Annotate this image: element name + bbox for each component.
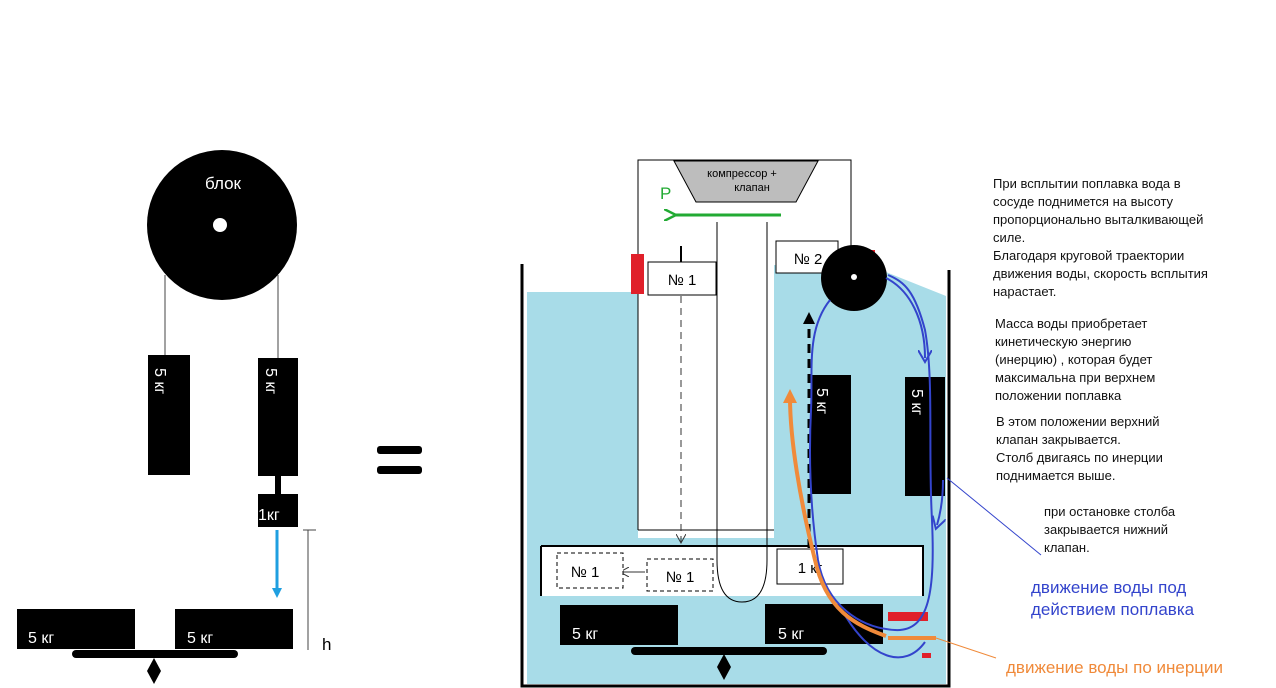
valve-1-bottom-b-label: № 1	[666, 569, 695, 586]
small-weight-label: 1кг	[258, 507, 280, 524]
float-weight-left	[811, 375, 851, 494]
compressor-label-2: клапан	[734, 182, 770, 194]
balance-beam-right	[631, 647, 827, 655]
blue-pointer	[946, 477, 1042, 556]
base-weight-left-right-label: 5 кг	[572, 626, 598, 643]
weight-right	[258, 358, 298, 476]
base-weight-right-right-label: 5 кг	[778, 626, 804, 643]
balance-pivot	[147, 658, 161, 684]
base-weight-right-label: 5 кг	[187, 630, 213, 647]
weight-link	[275, 476, 281, 494]
valve-red-top	[631, 254, 644, 294]
valve-1-bottom-a-label: № 1	[571, 564, 600, 581]
base-weight-left	[17, 609, 135, 649]
air-frame	[637, 159, 852, 258]
weight-left	[148, 355, 190, 475]
orange-pointer	[935, 637, 997, 659]
valve-1-top-label: № 1	[668, 272, 697, 289]
base-weight-right	[175, 609, 293, 649]
equals-sign	[377, 446, 422, 474]
u-tube	[716, 222, 768, 603]
tube-interior	[638, 288, 774, 538]
base-weight-left-label: 5 кг	[28, 630, 54, 647]
compressor	[673, 160, 819, 203]
note-2: Масса воды приобретает кинетическую энер…	[995, 316, 1156, 403]
compressor-label-1: компрессор +	[707, 168, 777, 180]
balance-beam	[72, 650, 238, 658]
legend-orange: движение воды по инерции	[1006, 658, 1224, 677]
float-weight-right	[905, 377, 945, 496]
weight-left-label: 5 кг	[151, 368, 168, 394]
height-label: h	[322, 635, 331, 654]
lower-chamber-outline	[541, 545, 924, 596]
base-weight-right-right	[765, 604, 883, 644]
valve-1-bottom-b	[646, 558, 714, 592]
valve-1-bottom-a	[556, 552, 624, 589]
pulley-axle	[213, 218, 227, 232]
float-weight-right-label: 5 кг	[908, 389, 925, 415]
pulley-label: блок	[205, 174, 242, 193]
valve-2-label: № 2	[794, 251, 823, 268]
vessel-walls	[520, 264, 951, 688]
right-scheme: компрессор + клапан P № 1 № 1 № 1 № 2 5 …	[520, 159, 1042, 688]
small-weight-right	[776, 548, 844, 585]
orange-flow	[783, 389, 887, 638]
note-4: при остановке столба закрывается нижний …	[1044, 504, 1176, 555]
small-weight	[258, 494, 298, 527]
legend-blue: движение воды под действием поплавка	[1031, 578, 1195, 619]
note-3: В этом положении верхний клапан закрывае…	[996, 414, 1163, 483]
balance-pivot-right	[717, 654, 731, 680]
pressure-label: P	[660, 184, 671, 203]
valve-red-bottom	[888, 612, 928, 621]
float-weight-left-label: 5 кг	[813, 388, 830, 414]
weight-right-label: 5 кг	[262, 368, 279, 394]
valve-1-top	[647, 261, 717, 296]
left-scheme: блок 5 кг 5 кг 1кг h 5 кг 5 кг	[17, 150, 331, 684]
base-weight-left-right	[560, 605, 678, 645]
note-1: При всплытии поплавка вода в сосуде подн…	[993, 176, 1208, 299]
